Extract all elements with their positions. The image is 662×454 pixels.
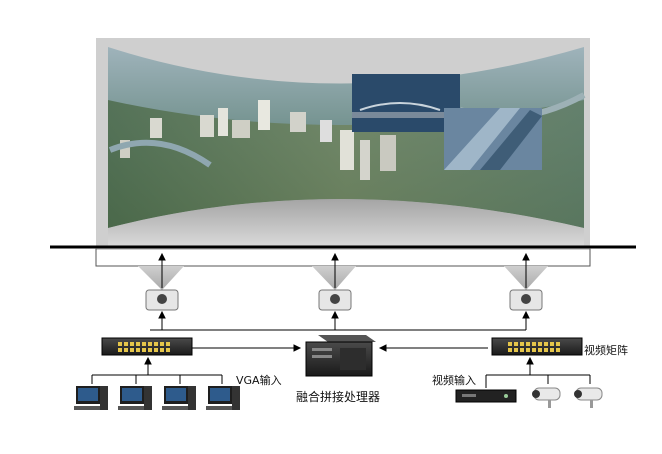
projector-beam-center [312,266,356,290]
rack-server-icon [305,335,376,377]
desktop-computer-icon [206,386,240,410]
vga-input-label: VGA输入 [236,374,282,387]
wall-connection-frame [95,248,591,267]
video-matrix-label: 视频矩阵 [584,344,628,357]
projector-icon [318,289,352,311]
video-matrix-switcher-icon [491,337,583,356]
desktop-computer-icon [162,386,196,410]
vga-switcher-icon [101,337,193,356]
projector-beam-left [138,266,184,290]
cctv-camera-icon [574,387,603,408]
projector-icon [509,289,543,311]
projector-icon [145,289,179,311]
processor-label: 融合拼接处理器 [296,390,381,404]
video-input-label: 视频输入 [432,374,476,387]
curved-screen-image [108,47,586,246]
desktop-computer-icon [118,386,152,410]
cctv-camera-icon [532,387,561,408]
desktop-computer-icon [74,386,108,410]
dvr-recorder-icon [455,389,517,403]
